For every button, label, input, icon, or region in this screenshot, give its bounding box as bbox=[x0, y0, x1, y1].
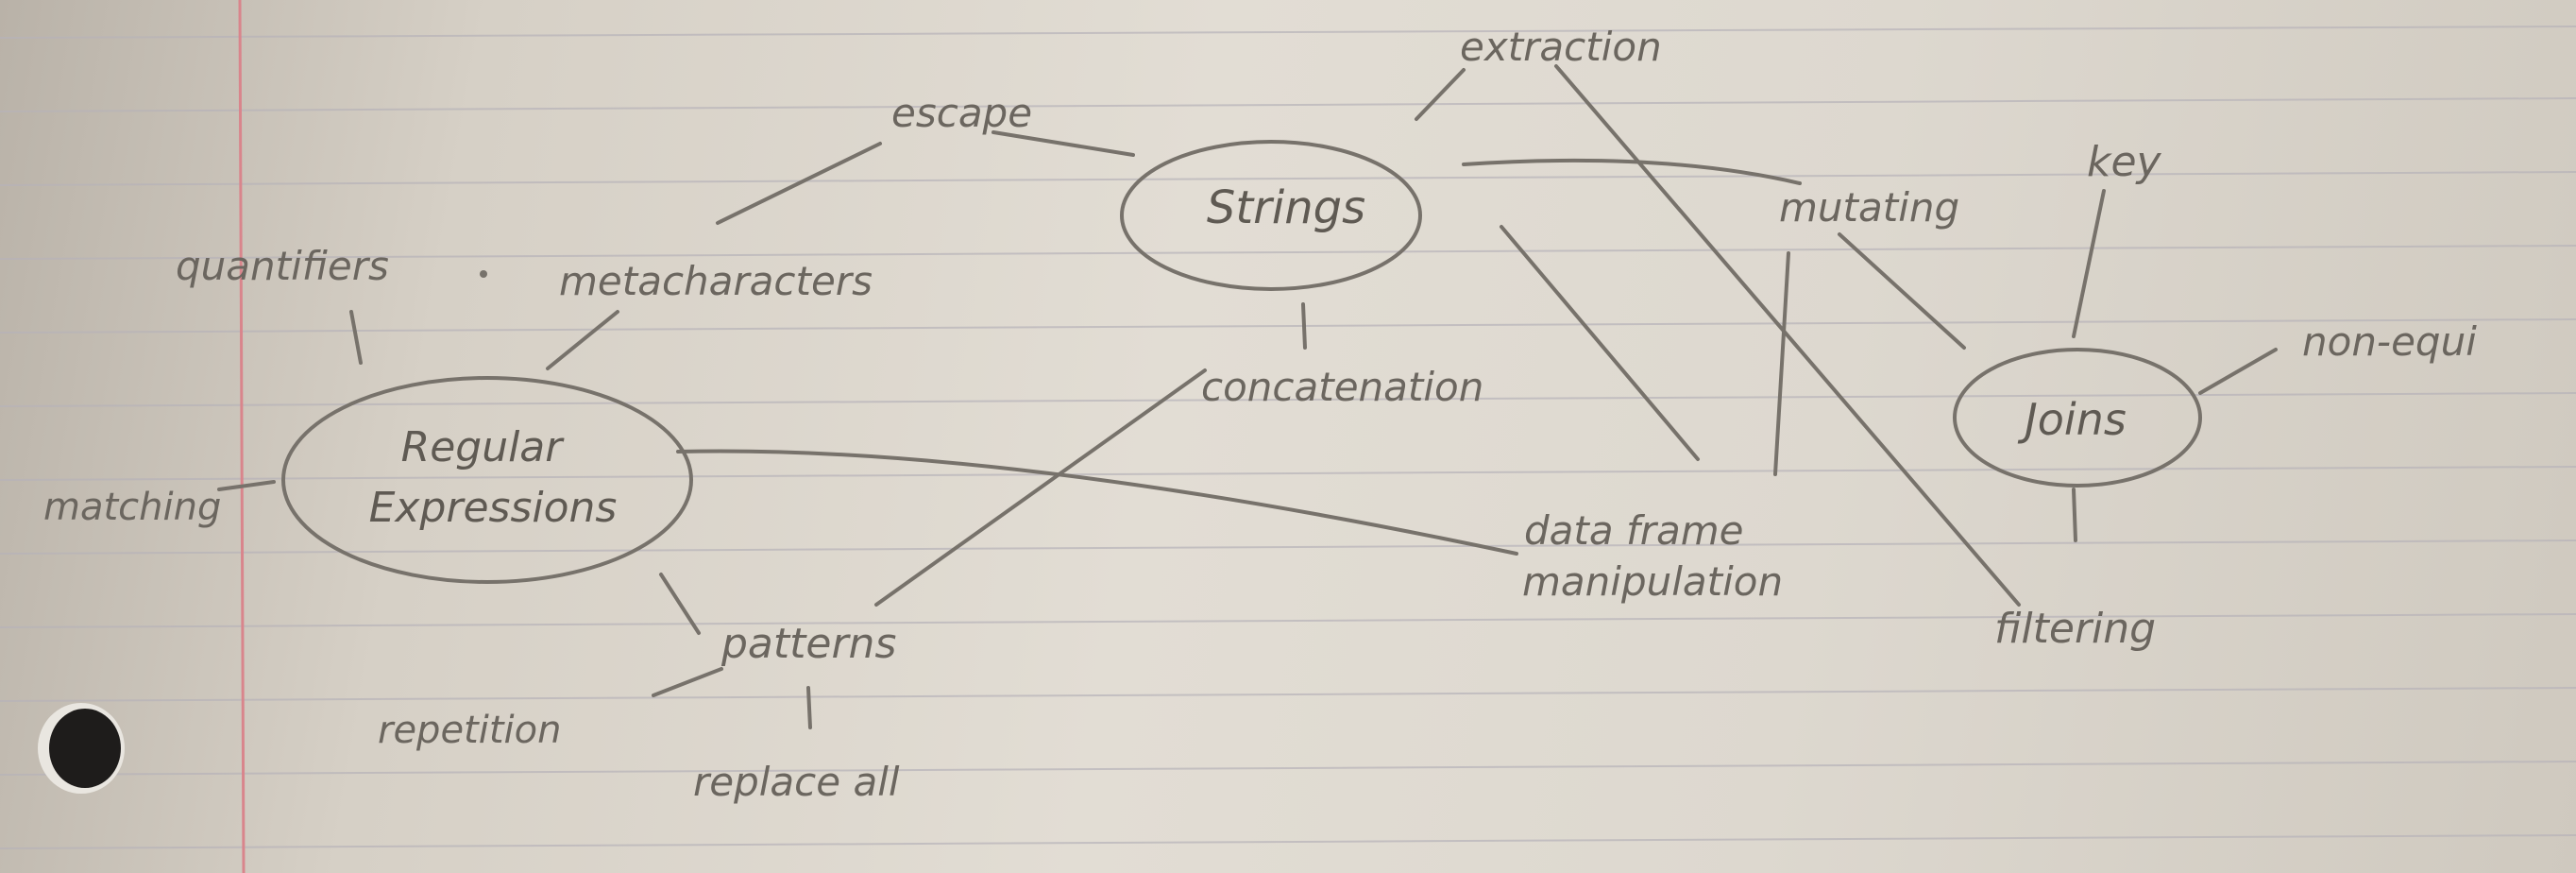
label-repetition: repetition bbox=[378, 709, 561, 752]
joins-ellipse bbox=[1953, 348, 2202, 488]
label-non-equi: non-equi bbox=[2302, 318, 2477, 365]
label-replace-all: replace all bbox=[693, 759, 900, 805]
node-outlines bbox=[281, 140, 2202, 584]
regex-ellipse bbox=[281, 376, 693, 584]
label-patterns: patterns bbox=[720, 620, 896, 668]
label-mutating: mutating bbox=[1779, 184, 1959, 231]
label-data-frame: data frame bbox=[1524, 507, 1744, 554]
label-escape: escape bbox=[891, 90, 1032, 136]
node-regex-line1: Regular bbox=[401, 423, 566, 471]
node-strings: Strings bbox=[1207, 181, 1365, 234]
margin-line bbox=[238, 0, 246, 873]
label-extraction: extraction bbox=[1460, 24, 1662, 70]
connections bbox=[217, 64, 2278, 729]
label-manipulation: manipulation bbox=[1522, 558, 1783, 605]
node-joins: Joins bbox=[2017, 394, 2127, 445]
ruled-lines bbox=[0, 26, 2576, 849]
label-key: key bbox=[2087, 138, 2162, 186]
label-matching: matching bbox=[43, 486, 221, 529]
label-filtering: filtering bbox=[1994, 605, 2156, 653]
dot-mark bbox=[480, 270, 487, 278]
binder-hole bbox=[38, 703, 125, 794]
label-metacharacters: metacharacters bbox=[559, 258, 873, 304]
label-concatenation: concatenation bbox=[1201, 364, 1483, 410]
node-regex-line2: Expressions bbox=[369, 484, 618, 532]
strings-ellipse bbox=[1120, 140, 1422, 291]
label-quantifiers: quantifiers bbox=[176, 243, 389, 289]
